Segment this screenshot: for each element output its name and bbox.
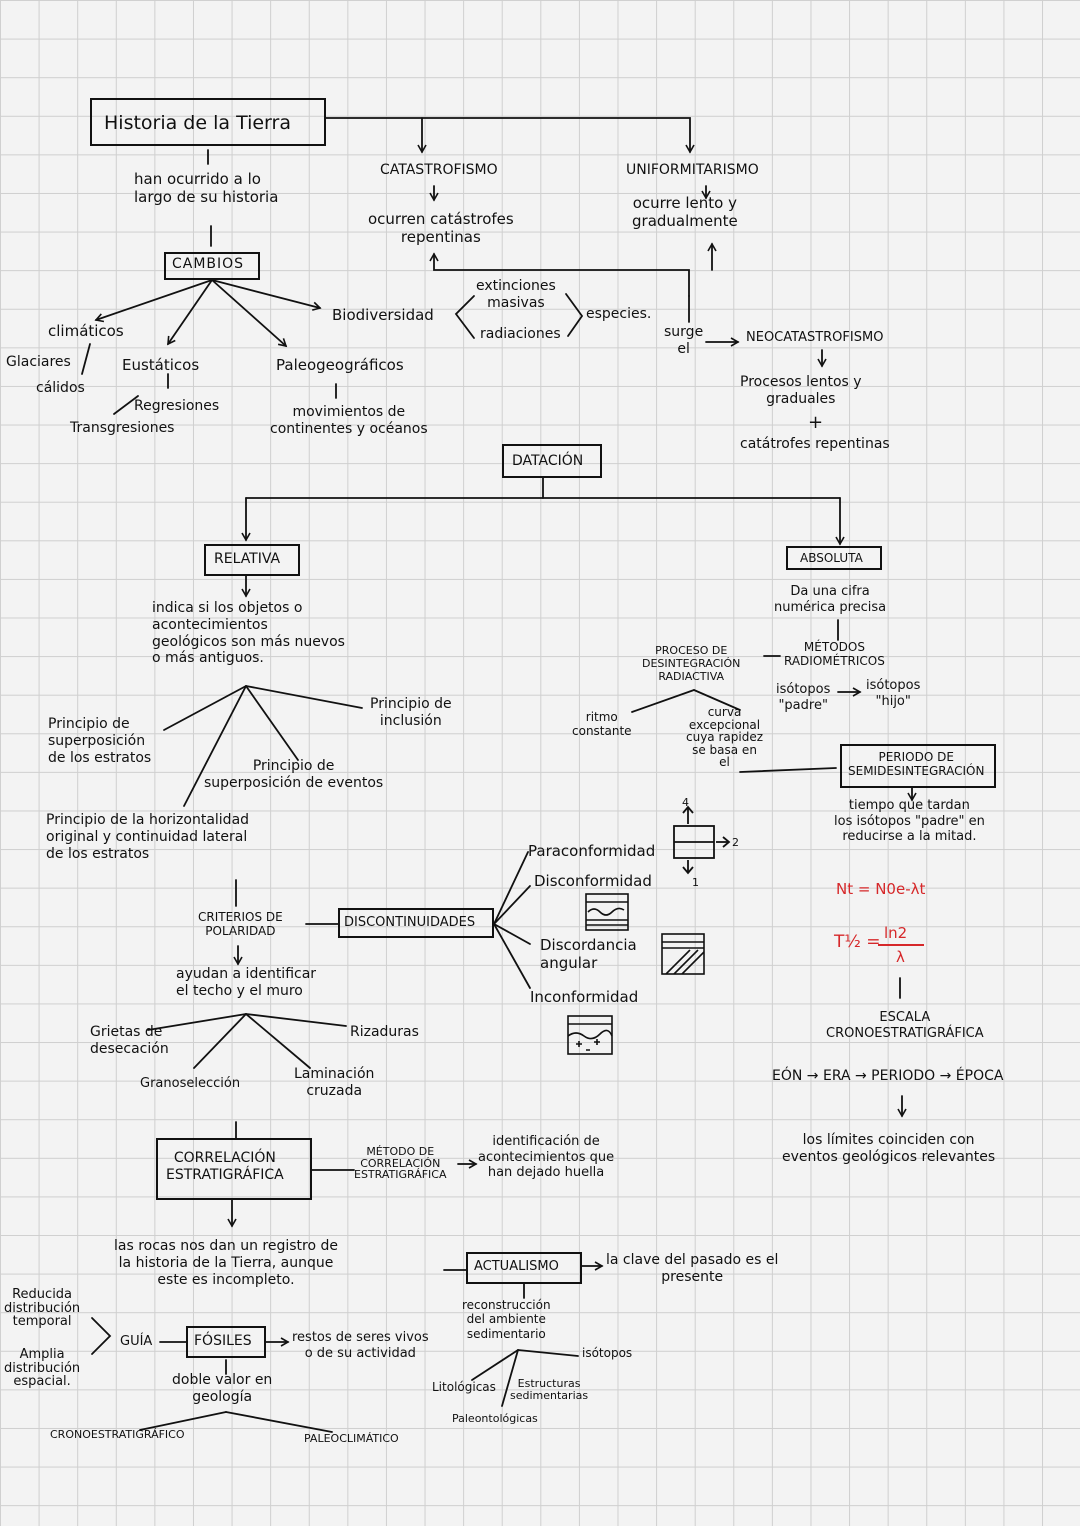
fosiles-title: FÓSILES: [194, 1333, 252, 1349]
historia-box: [90, 98, 326, 146]
proceso-desintegracion: PROCESO DE DESINTEGRACIÓN RADIACTIVA: [642, 644, 741, 684]
paleogeograficos-label: Paleogeográficos: [276, 356, 404, 374]
plus-sign: +: [808, 412, 824, 433]
glaciares-label: Glaciares: [6, 354, 71, 370]
uniformitarismo-title: UNIFORMITARISMO: [626, 162, 759, 178]
datacion-title: DATACIÓN: [512, 453, 584, 469]
reconstruccion-text: reconstrucción del ambiente sedimentario: [462, 1298, 551, 1341]
catastrofes-repentinas-text: catátrofes repentinas: [740, 436, 890, 452]
fosiles-box: [186, 1326, 266, 1358]
ayudan-text: ayudan a identificar el techo y el muro: [176, 966, 317, 999]
restos-text: restos de seres vivos o de su actividad: [292, 1330, 429, 1361]
relativa-title: RELATIVA: [214, 551, 281, 567]
radiaciones-label: radiaciones: [480, 326, 561, 342]
formula-half-life-den: λ: [896, 948, 905, 966]
metodos-radiometricos: MÉTODOS RADIOMÉTRICOS: [784, 640, 885, 669]
procesos-lentos-text: Procesos lentos y graduales: [740, 374, 862, 407]
paleoclimatico-label: PALEOCLIMÁTICO: [304, 1432, 399, 1445]
correlacion-title: CORRELACIÓN ESTRATIGRÁFICA: [166, 1150, 284, 1183]
absoluta-box: [786, 546, 882, 570]
escala-title: ESCALA CRONOESTRATIGRÁFICA: [826, 1010, 984, 1041]
principio-horizontalidad: Principio de la horizontalidad original …: [46, 812, 250, 862]
isotopos-padre: isótopos "padre": [776, 682, 831, 713]
periodo-box: [840, 744, 996, 788]
catastrofismo-title: CATASTROFISMO: [380, 162, 498, 178]
han-ocurrido-text: han ocurrido a lo largo de su historia: [134, 170, 279, 206]
datacion-box: [502, 444, 602, 478]
amplia-text: Amplia distribución espacial.: [4, 1347, 81, 1390]
surge-el-label: surge el: [664, 324, 704, 357]
discordancia-label: Discordancia angular: [540, 936, 637, 972]
rocas-text: las rocas nos dan un registro de la hist…: [114, 1238, 338, 1288]
guia-label: GUÍA: [120, 1334, 153, 1349]
curva-excepcional: curva excepcional cuya rapidez se basa e…: [686, 705, 764, 770]
eustaticos-label: Eustáticos: [122, 356, 200, 374]
granoseleccion-label: Granoselección: [140, 1076, 241, 1091]
paraconformidad-label: Paraconformidad: [528, 842, 656, 860]
formula-half-life-num: ln2: [884, 924, 908, 942]
absoluta-desc: Da una cifra numérica precisa: [774, 584, 887, 615]
cambios-box: [164, 252, 260, 280]
discontinuidades-title: DISCONTINUIDADES: [344, 915, 476, 930]
catastrofismo-desc: ocurren catástrofes repentinas: [368, 210, 514, 246]
tiempo-text: tiempo que tardan los isótopos "padre" e…: [834, 798, 985, 845]
axis-label-2: 2: [732, 836, 739, 849]
actualismo-title: ACTUALISMO: [474, 1259, 559, 1274]
metodo-correlacion: MÉTODO DE CORRELACIÓN ESTRATIGRÁFICA: [354, 1145, 447, 1182]
identificacion-text: identificación de acontecimientos que ha…: [478, 1134, 615, 1181]
axis-label-1: 1: [692, 876, 699, 889]
limites-text: los límites coinciden con eventos geológ…: [782, 1132, 996, 1165]
biodiversidad-label: Biodiversidad: [332, 306, 434, 324]
clave-text: la clave del pasado es el presente: [606, 1252, 779, 1285]
paraconformidad-strata-icon: [673, 805, 731, 875]
actualismo-box: [466, 1252, 582, 1284]
calidos-label: cálidos: [36, 380, 85, 396]
neocatastrofismo-title: NEOCATASTROFISMO: [746, 330, 884, 345]
regresiones-label: Regresiones: [134, 398, 220, 414]
discordancia-angular-icon: [661, 933, 705, 975]
grietas-label: Grietas de desecación: [90, 1024, 169, 1057]
reducida-text: Reducida distribución temporal: [4, 1287, 81, 1330]
historia-title: Historia de la Tierra: [104, 112, 291, 134]
estructuras-label: Estructuras sedimentarias: [510, 1377, 589, 1402]
doble-valor-text: doble valor en geología: [172, 1372, 273, 1405]
extinciones-label: extinciones masivas: [476, 278, 556, 311]
rizaduras-label: Rizaduras: [350, 1024, 419, 1040]
principio-superposicion-estratos: Principio de superposición de los estrat…: [48, 716, 152, 766]
inconformidad-icon: [567, 1015, 613, 1055]
climaticos-label: climáticos: [48, 322, 124, 340]
uniformitarismo-desc: ocurre lento y gradualmente: [632, 194, 738, 230]
eon-sequence: EÓN → ERA → PERIODO → ÉPOCA: [772, 1068, 1004, 1084]
axis-label-4: 4: [682, 796, 689, 809]
disconformidad-icon: [585, 893, 629, 931]
transgresiones-label: Transgresiones: [70, 420, 175, 436]
criterios-polaridad-title: CRITERIOS DE POLARIDAD: [198, 910, 283, 939]
relativa-box: [204, 544, 300, 576]
periodo-title: PERIODO DE SEMIDESINTEGRACIÓN: [848, 750, 985, 779]
movimientos-text: movimientos de continentes y océanos: [270, 404, 428, 437]
principio-inclusion: Principio de inclusión: [370, 696, 452, 729]
paleontologicas-label: Paleontológicas: [452, 1412, 538, 1425]
relativa-desc: indica si los objetos o acontecimientos …: [152, 600, 345, 667]
disconformidad-label: Disconformidad: [534, 872, 652, 890]
litologicas-label: Litológicas: [432, 1380, 496, 1394]
isotopos-label: isótopos: [582, 1346, 633, 1360]
principio-superposicion-eventos: Principio de superposición de eventos: [204, 758, 384, 791]
isotopos-hijo: isótopos "hijo": [866, 678, 921, 709]
absoluta-title: ABSOLUTA: [800, 551, 863, 565]
cambios-title: CAMBIOS: [172, 256, 245, 272]
correlacion-box: [156, 1138, 312, 1200]
inconformidad-label: Inconformidad: [530, 988, 639, 1006]
cronoestratigrafico-label: CRONOESTRATIGRÁFICO: [50, 1428, 185, 1441]
formula-fraction-bar: [878, 944, 924, 946]
formula-half-life-lhs: T½ =: [834, 932, 881, 952]
discontinuidades-box: [338, 908, 494, 938]
ritmo-constante: ritmo constante: [572, 710, 632, 739]
formula-decay: Nt = N0e-λt: [836, 880, 926, 898]
laminacion-label: Laminación cruzada: [294, 1066, 375, 1099]
especies-label: especies.: [586, 306, 652, 322]
